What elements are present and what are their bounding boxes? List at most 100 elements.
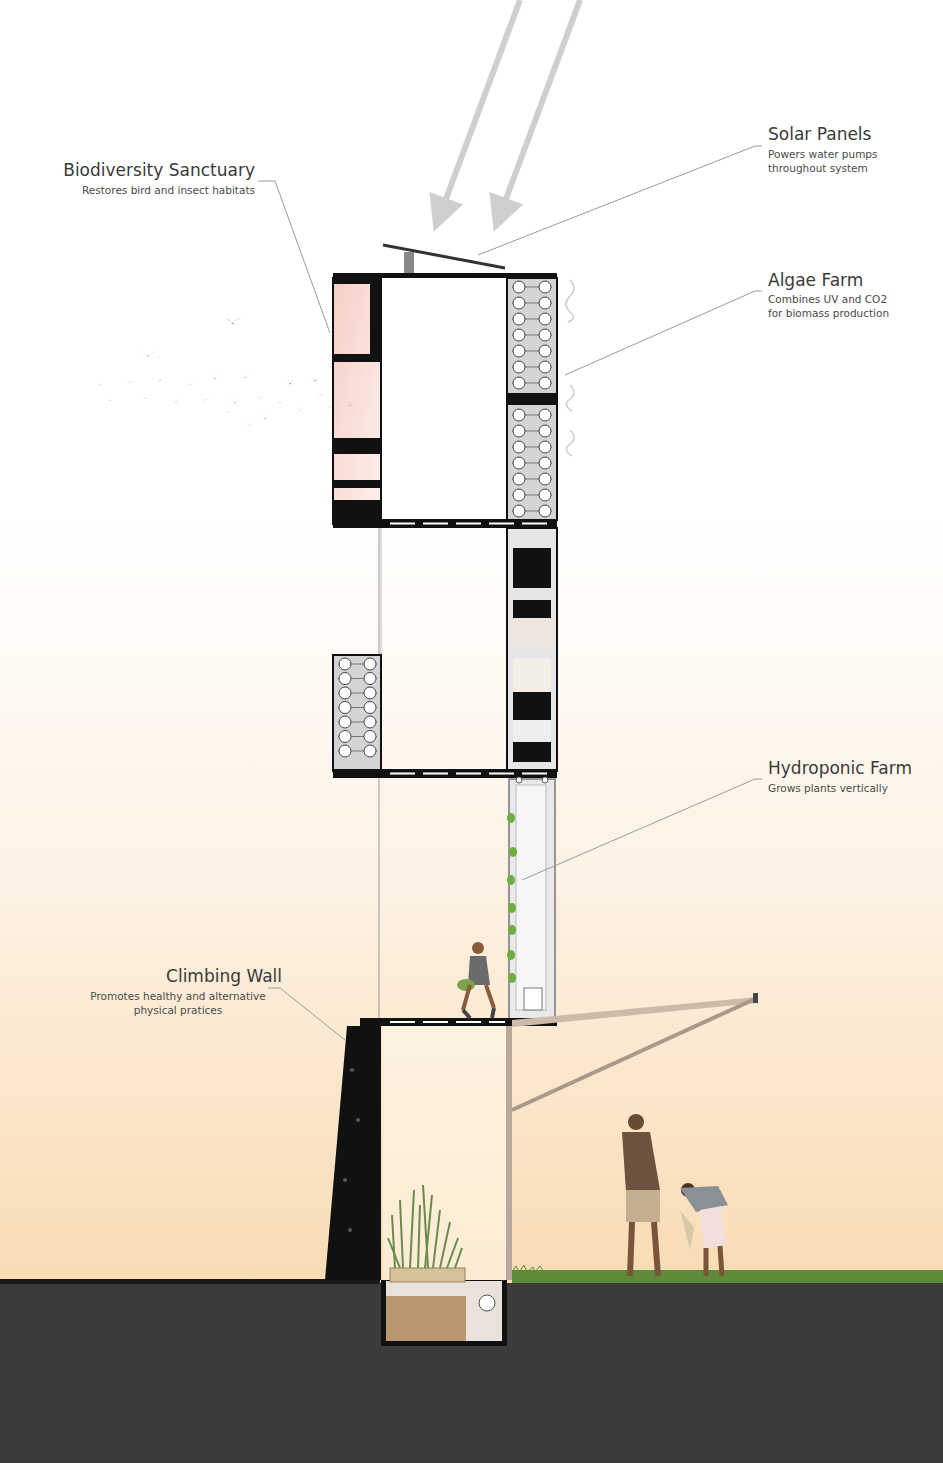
algae-tube <box>364 745 376 757</box>
ground-room <box>383 1026 508 1280</box>
callout-note: Powers water pumps throughout system <box>768 147 888 175</box>
sun-ray <box>440 0 520 215</box>
bird <box>107 398 113 401</box>
callout-note: Restores bird and insect habitats <box>40 183 255 197</box>
algae-tube <box>364 702 376 714</box>
algae-tube <box>513 345 525 357</box>
algae-tube <box>539 361 551 373</box>
algae-tube <box>513 297 525 309</box>
solar-panel <box>383 245 505 268</box>
algae-tubes <box>512 281 552 517</box>
bird <box>186 383 194 387</box>
bird <box>316 393 324 397</box>
algae-tube <box>364 716 376 728</box>
algae-tube <box>364 687 376 699</box>
bird <box>96 383 104 387</box>
bird <box>126 380 134 384</box>
grass-blades <box>512 1265 544 1272</box>
basement <box>381 1280 507 1346</box>
algae-tube <box>364 658 376 670</box>
soil <box>386 1296 466 1341</box>
callout-title: Biodiversity Sanctuary <box>40 160 255 180</box>
person-gardening <box>457 942 494 1018</box>
algae-tube <box>513 361 525 373</box>
algae-tube <box>513 457 525 469</box>
algae-tube <box>539 441 551 453</box>
bird <box>171 400 179 404</box>
algae-tube <box>513 441 525 453</box>
bird <box>155 377 165 382</box>
bird <box>345 402 355 407</box>
bird <box>142 396 148 399</box>
algae-tube <box>513 489 525 501</box>
algae-tube <box>539 313 551 325</box>
algae-tube <box>539 281 551 293</box>
bird <box>240 374 250 379</box>
algae-tube <box>539 345 551 357</box>
algae-tube <box>513 425 525 437</box>
algae-tube <box>339 745 351 757</box>
algae-tube <box>539 505 551 517</box>
grass <box>512 1270 943 1283</box>
callout-title: Algae Farm <box>768 270 928 290</box>
planter-grass <box>388 1185 462 1268</box>
algae-tube <box>513 473 525 485</box>
dog <box>680 1210 694 1250</box>
algae-tube <box>513 505 525 517</box>
callout-title: Solar Panels <box>768 124 928 144</box>
bird <box>284 379 296 384</box>
callout-note: Combines UV and CO2 for biomass producti… <box>768 292 898 320</box>
algae-tube <box>539 425 551 437</box>
algae-tube <box>539 409 551 421</box>
algae-tube <box>539 297 551 309</box>
bird <box>277 400 283 403</box>
person-child <box>680 1183 728 1276</box>
algae-tube <box>364 731 376 743</box>
bird <box>224 317 242 325</box>
algae-tube <box>513 377 525 389</box>
algae-tube <box>339 716 351 728</box>
pavement <box>0 1279 380 1284</box>
bird <box>256 396 264 400</box>
hydroponic-plants <box>507 813 517 983</box>
algae-tube <box>513 313 525 325</box>
algae-tube <box>339 687 351 699</box>
callout-note: Grows plants vertically <box>768 781 928 795</box>
algae-tube <box>539 489 551 501</box>
column <box>506 1026 512 1280</box>
callout-note: Promotes healthy and alternative physica… <box>88 989 268 1017</box>
birds <box>96 317 355 427</box>
bird <box>230 399 240 404</box>
person-adult <box>622 1114 660 1276</box>
canopy <box>512 997 757 1027</box>
bird <box>225 410 231 413</box>
climbing-wall <box>325 1026 381 1280</box>
hydroponic-tower <box>509 779 555 1019</box>
water-pipe <box>479 1295 495 1311</box>
sun-ray <box>500 0 580 215</box>
algae-tube <box>539 457 551 469</box>
bird <box>296 408 304 412</box>
algae-tube <box>339 658 351 670</box>
callout-title: Hydroponic Farm <box>768 758 938 778</box>
bird <box>326 405 334 409</box>
algae-tubes <box>338 658 377 757</box>
algae-tube <box>339 731 351 743</box>
algae-panel <box>507 278 557 520</box>
algae-tube <box>339 673 351 685</box>
canopy-strut <box>512 998 757 1110</box>
bird <box>210 375 220 380</box>
callout-title: Climbing Wall <box>60 966 282 986</box>
panel-support <box>404 252 414 274</box>
algae-panel <box>333 655 381 771</box>
algae-tube <box>513 281 525 293</box>
bird <box>309 376 321 381</box>
algae-tube <box>513 329 525 341</box>
bird <box>201 398 209 402</box>
algae-tube <box>539 329 551 341</box>
leader-lines <box>258 146 762 1040</box>
algae-tube <box>339 702 351 714</box>
bird <box>246 423 254 427</box>
floor-slab <box>333 519 557 528</box>
